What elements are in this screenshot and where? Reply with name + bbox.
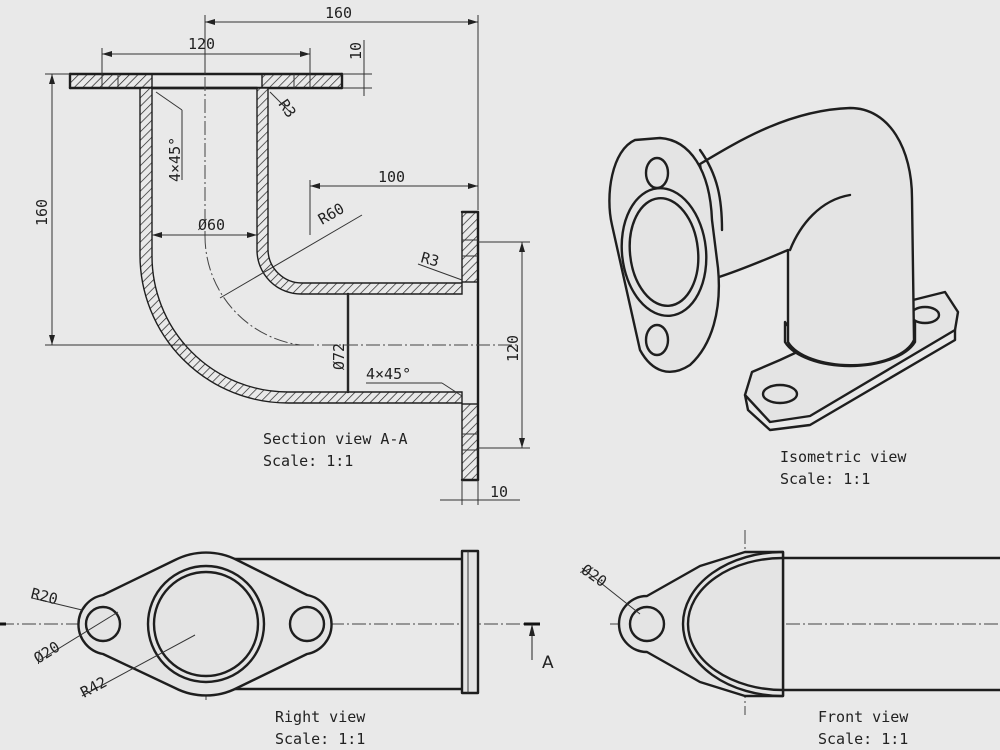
dim-chamfer-top: 4×45° <box>166 137 184 182</box>
dim-flange-radius: R42 <box>77 673 109 702</box>
dim-flange-width: 120 <box>188 35 215 53</box>
front-caption-title: Front view <box>818 708 909 726</box>
section-marker-right: A <box>542 653 554 673</box>
dim-chamfer-side: 4×45° <box>366 365 411 383</box>
front-view: Ø20 Front view Scale: 1:1 <box>578 530 1000 748</box>
side-flange-top <box>461 211 479 283</box>
right-caption-title: Right view <box>275 708 366 726</box>
dim-flange-height: 120 <box>504 335 522 362</box>
dim-bore-top: Ø60 <box>198 216 225 234</box>
right-view-flange <box>460 549 480 695</box>
top-flange-left <box>69 73 153 89</box>
dim-bend-radius: R60 <box>315 199 347 228</box>
front-caption-scale: Scale: 1:1 <box>818 730 908 748</box>
front-view-hole <box>628 605 666 643</box>
dim-fillet-side: R3 <box>419 248 441 270</box>
section-caption-title: Section view A-A <box>263 430 408 448</box>
isometric-view: Isometric view Scale: 1:1 <box>608 106 960 488</box>
dim-offset: 100 <box>378 168 405 186</box>
dim-overall-width: 160 <box>325 4 352 22</box>
dim-flange-thickness: 10 <box>347 42 365 60</box>
front-view-collar <box>681 550 785 698</box>
elbow-wall-inner <box>256 87 463 295</box>
side-flange-bottom <box>461 403 479 481</box>
dim-hole-dia: Ø20 <box>31 638 64 668</box>
iso-caption-title: Isometric view <box>780 448 907 466</box>
dim-bore-side: Ø72 <box>330 343 348 370</box>
dim-fillet-top: R3 <box>275 96 300 121</box>
right-view: R20 Ø20 R42 A Right view Scale: 1:1 <box>0 549 554 748</box>
dim-ear-radius: R20 <box>29 584 60 608</box>
elbow-wall-outer <box>139 87 463 404</box>
top-flange-right <box>261 73 343 89</box>
right-view-hole-left <box>84 605 122 643</box>
section-view: 160 120 10 R3 4×45° 160 100 <box>33 4 530 505</box>
dim-side-flange-thickness: 10 <box>490 483 508 501</box>
section-caption-scale: Scale: 1:1 <box>263 452 353 470</box>
right-caption-scale: Scale: 1:1 <box>275 730 365 748</box>
dim-overall-height: 160 <box>33 199 51 226</box>
iso-elbow-body <box>698 106 916 367</box>
iso-caption-scale: Scale: 1:1 <box>780 470 870 488</box>
right-view-bore-outer <box>146 564 266 684</box>
right-view-hole-right <box>288 605 326 643</box>
